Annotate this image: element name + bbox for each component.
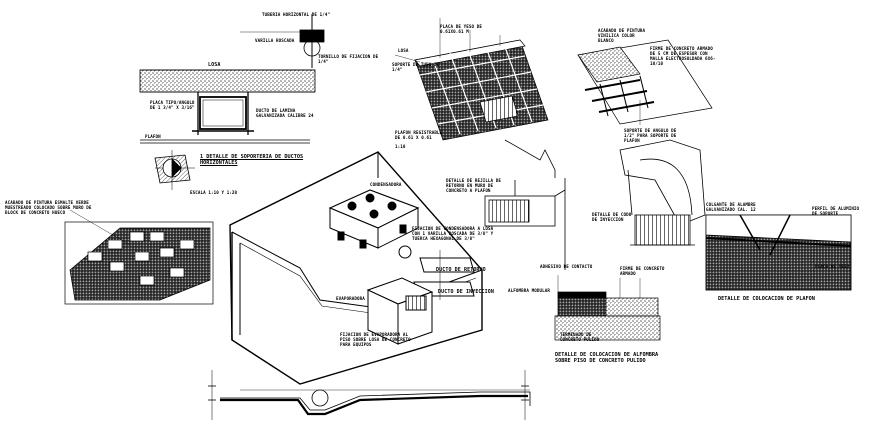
grid-scale: 1:10	[395, 144, 406, 149]
carpet-title: DETALLE DE COLOCACION DE ALFOMBRA SOBRE …	[555, 352, 659, 364]
ceiling-label-a: COLGANTE DE ALAMBRE GALVANIZADO CAL. 12	[706, 202, 756, 212]
supply-duct-label: DUCTO DE INYECCION	[438, 289, 494, 295]
floor-section	[208, 370, 531, 420]
plate-label: PLACA TIPO/ANGULO DE 1 3/4" X 3/16"	[150, 100, 195, 110]
elbow-label: DETALLE DE CODO DE INYECCION	[592, 212, 632, 222]
slab-detail-title: 1 DETALLE DE SOPORTERIA DE DUCTOS HORIZO…	[200, 154, 304, 166]
slab-detail-scale: ESCALA 1:10 Y 1:20	[190, 190, 238, 195]
pipe-label: TUBERIA HORIZONTAL DE 1/4"	[262, 12, 331, 17]
slab-duct-detail	[139, 14, 325, 190]
ceiling-placement-detail	[705, 214, 852, 291]
grille-label: DETALLE DE REJILLA DE RETORNO EN MURO DE…	[446, 178, 502, 193]
ceiling-label-c: PLACA DE YESO	[815, 264, 850, 269]
evaporator-fix-label: FIJACION DE EVAPORADORA AL PISO SOBRE LO…	[340, 332, 411, 347]
screw-label: TORNILLO DE FIJACION DE 1/4"	[318, 54, 379, 64]
carpet-detail	[554, 275, 661, 341]
condenser-label: CONDENSADORA	[370, 182, 402, 187]
grid-support-label: SOPORTE DE TUBO DE 1/4"	[392, 62, 440, 72]
grid-losa-label: LOSA	[398, 48, 409, 53]
grid-plafon-label: PLAFON REGISTRABLE DE 0.61 X 0.61	[395, 130, 443, 140]
carpet-label-d: TERMINADO DE CONCRETO PULIDO	[560, 332, 600, 342]
isometric-room	[229, 151, 483, 385]
grid-top-label: PLACA DE YESO DE 0.61X0.61 M	[440, 24, 482, 34]
carpet-label-a: ALFOMBRA MODULAR	[508, 288, 550, 293]
duct-elbow-detail	[619, 139, 706, 246]
ceiling-label-b: PERFIL DE ALUMINIO DE SOPORTE	[812, 206, 860, 216]
block-wall-detail	[64, 209, 214, 305]
losa-label: LOSA	[208, 62, 221, 68]
beam-right-label: FIRME DE CONCRETO ARMADO DE 5 CM DE ESPE…	[650, 46, 716, 66]
ceiling-title: DETALLE DE COLOCACION DE PLAFON	[718, 296, 815, 302]
beam-bottom-label: SOPORTE DE ANGULO DE 1/2" PARA SOPORTE D…	[624, 128, 677, 143]
beam-top-label: ACABADO DE PINTURA VINILICA COLOR BLANCO	[598, 28, 646, 43]
plafon-label: PLAFON	[145, 134, 161, 139]
evaporator-label: EVAPORADORA	[336, 296, 365, 301]
carpet-label-c: FIRME DE CONCRETO ARMADO	[620, 266, 665, 276]
wall-finish-label: ACABADO DE PINTURA ESMALTE VERDE MUESTRE…	[5, 200, 92, 215]
rod-label: VARILLA ROSCADA	[255, 38, 295, 43]
ceiling-grid-detail	[394, 18, 549, 141]
support-beam-detail	[577, 39, 713, 125]
return-duct-label: DUCTO DE RETORNO	[436, 267, 486, 273]
return-grille-detail	[484, 139, 566, 270]
condenser-fix-label: FIJACION DE CONDENSADORA A LOSA CON 1 VA…	[412, 226, 494, 241]
carpet-label-b: ADHESIVO DE CONTACTO	[540, 264, 593, 269]
duct-material-label: DUCTO DE LAMINA GALVANIZADA CALIBRE 24	[256, 108, 314, 118]
